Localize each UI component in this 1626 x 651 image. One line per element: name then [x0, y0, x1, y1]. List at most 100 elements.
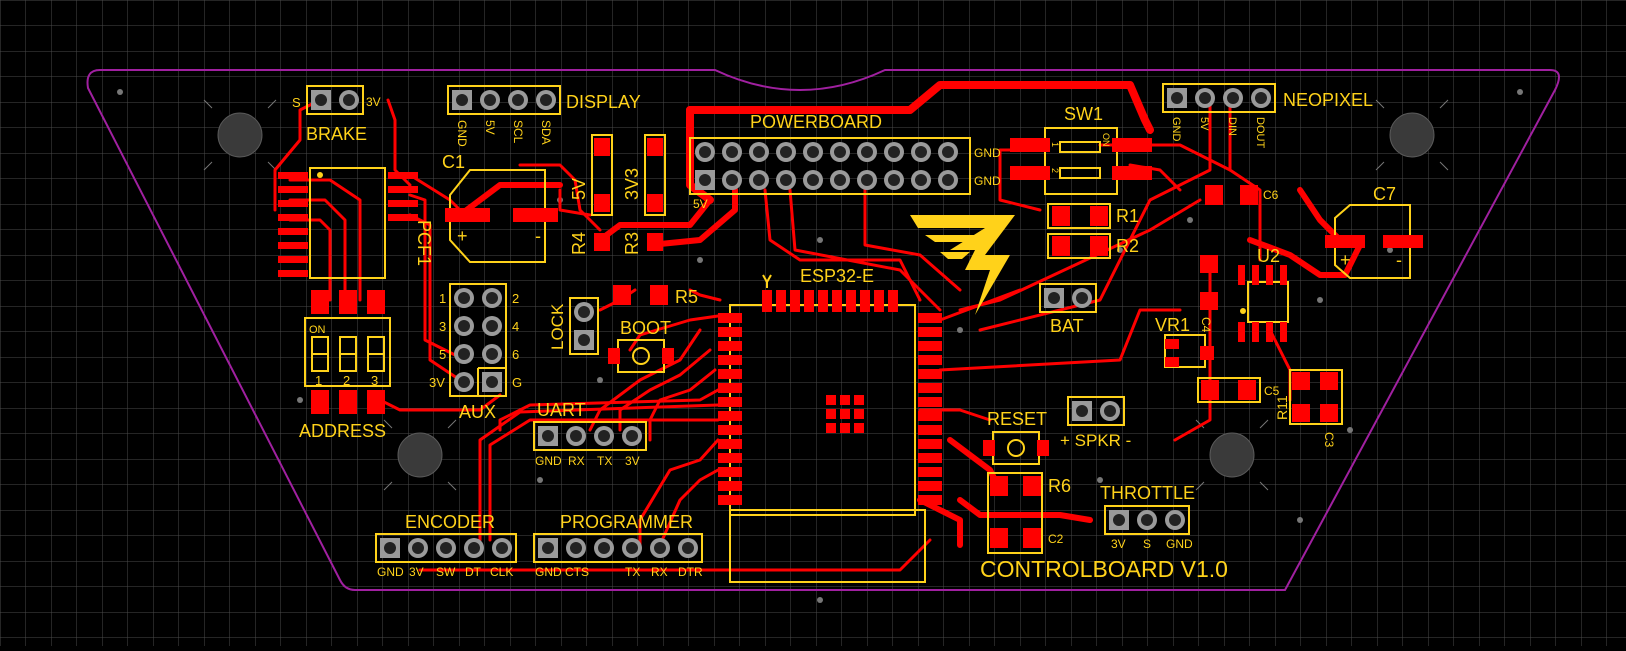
pcf1-chip: PCF1: [278, 167, 434, 279]
programmer-pin-dtr: DTR: [678, 565, 703, 579]
address-pin-1: 1: [315, 373, 322, 388]
c7-minus: -: [1396, 250, 1402, 270]
aux-pin-g: G: [512, 375, 522, 390]
uart-pin-rx: RX: [568, 454, 585, 468]
c4-capacitor: C4: [1199, 255, 1218, 333]
pcf1-label: PCF1: [414, 220, 434, 266]
powerboard-pin-hole: [942, 174, 954, 186]
c7-label: C7: [1373, 184, 1396, 204]
powerboard-pin-hole: [861, 174, 873, 186]
bat-label: BAT: [1050, 316, 1084, 336]
r6-c2: R6 C2: [987, 472, 1071, 554]
encoder-label: ENCODER: [405, 512, 495, 532]
c5-capacitor: C5: [1197, 377, 1280, 403]
c1-minus: -: [535, 226, 541, 246]
c1-label: C1: [442, 152, 465, 172]
programmer-pin-tx: TX: [625, 565, 640, 579]
esp32-module: ESP32-E: [718, 266, 942, 583]
c7-capacitor: C7 + -: [1325, 184, 1423, 279]
neopixel-pin-gnd: GND: [1170, 117, 1182, 142]
sw1-on-mark: ON: [1101, 133, 1111, 147]
aux-pin-5: 5: [439, 347, 446, 362]
uart-label: UART: [537, 400, 586, 420]
aux-label: AUX: [459, 402, 496, 422]
throttle-pin-gnd: GND: [1166, 537, 1193, 551]
boot-label: BOOT: [620, 318, 671, 338]
u2-label: U2: [1257, 246, 1280, 266]
powerboard-pin-hole: [807, 174, 819, 186]
throttle-pin-s: S: [1143, 537, 1151, 551]
powerboard-pin-hole: [834, 174, 846, 186]
programmer-header: PROGRAMMER GND CTS TX RX DTR: [533, 512, 703, 579]
sw1-mark-1: 1: [1050, 142, 1060, 147]
vr1-label: VR1: [1155, 315, 1190, 335]
led-3v3-label: 3V3: [622, 168, 642, 200]
powerboard-pin-hole: [807, 146, 819, 158]
reset-label: RESET: [987, 409, 1047, 429]
encoder-pin-3v: 3V: [409, 565, 424, 579]
throttle-label: THROTTLE: [1100, 483, 1195, 503]
address-dipswitch: ON 1 2 3 ADDRESS: [299, 290, 391, 441]
aux-pin-3v: 3V: [429, 375, 445, 390]
r2-label: R2: [1116, 236, 1139, 256]
sw1-mark-2: 2: [1050, 168, 1060, 173]
throttle-header: THROTTLE 3V S GND: [1100, 483, 1195, 551]
powerboard-pin-hole: [915, 146, 927, 158]
brake-label: BRAKE: [306, 124, 367, 144]
neopixel-pin-5v: 5V: [1198, 117, 1210, 131]
encoder-pin-dt: DT: [465, 565, 482, 579]
powerboard-pin-hole: [726, 174, 738, 186]
spkr-label: + SPKR -: [1060, 431, 1131, 450]
aux-pin-1: 1: [439, 291, 446, 306]
powerboard-header: POWERBOARD 5V GND GND: [689, 112, 1001, 211]
vr1-regulator: VR1: [1155, 315, 1214, 368]
display-pin-sda: SDA: [539, 120, 553, 145]
powerboard-pin-hole: [861, 146, 873, 158]
powerboard-pin-hole: [780, 146, 792, 158]
encoder-pin-clk: CLK: [490, 565, 513, 579]
r6-label: R6: [1048, 476, 1071, 496]
bolt-logo: [910, 215, 1015, 315]
aux-header: 1 2 3 4 5 6 3V G AUX: [429, 283, 522, 422]
display-header: GND 5V SCL SDA DISPLAY: [447, 85, 641, 147]
r3-label: R3: [622, 232, 642, 255]
uart-pin-3v: 3V: [625, 454, 640, 468]
neopixel-pin-din: DIN: [1226, 117, 1238, 136]
display-pin-scl: SCL: [511, 120, 525, 144]
reset-button: RESET: [983, 409, 1049, 465]
sw1-label: SW1: [1064, 104, 1103, 124]
u2-chip: U2: [1238, 246, 1289, 342]
display-label: DISPLAY: [566, 92, 641, 112]
powerboard-pin-hole: [915, 174, 927, 186]
uart-pin-gnd: GND: [535, 454, 562, 468]
throttle-pin-3v: 3V: [1111, 537, 1126, 551]
neopixel-pin-dout: DOUT: [1254, 117, 1266, 148]
r11-c3: R11 C3: [1274, 369, 1343, 448]
programmer-pin-cts: CTS: [565, 565, 589, 579]
powerboard-pin-hole: [699, 174, 711, 186]
spkr-header: + SPKR -: [1060, 396, 1131, 450]
neopixel-header: GND 5V DIN DOUT NEOPIXEL: [1162, 83, 1373, 148]
powerboard-gnd-bottom: GND: [974, 174, 1001, 188]
copper-traces: [273, 81, 1363, 572]
lock-label: LOCK: [548, 303, 567, 350]
lock-header: LOCK: [548, 297, 599, 355]
programmer-pin-rx: RX: [651, 565, 668, 579]
programmer-label: PROGRAMMER: [560, 512, 693, 532]
c3-label: C3: [1322, 432, 1336, 448]
r5-label: R5: [675, 287, 698, 307]
r4-label: R4: [569, 232, 589, 255]
powerboard-pin-hole: [753, 174, 765, 186]
address-pin-3: 3: [371, 373, 378, 388]
powerboard-label: POWERBOARD: [750, 112, 882, 132]
c4-label: C4: [1199, 317, 1213, 333]
powerboard-5v-label: 5V: [693, 197, 708, 211]
aux-pin-4: 4: [512, 319, 519, 334]
brake-pin-s: S: [292, 95, 301, 110]
c2-label: C2: [1048, 532, 1064, 546]
c1-capacitor: C1 + -: [442, 152, 558, 263]
brake-header: S 3V BRAKE: [292, 85, 381, 144]
r1-label: R1: [1116, 206, 1139, 226]
